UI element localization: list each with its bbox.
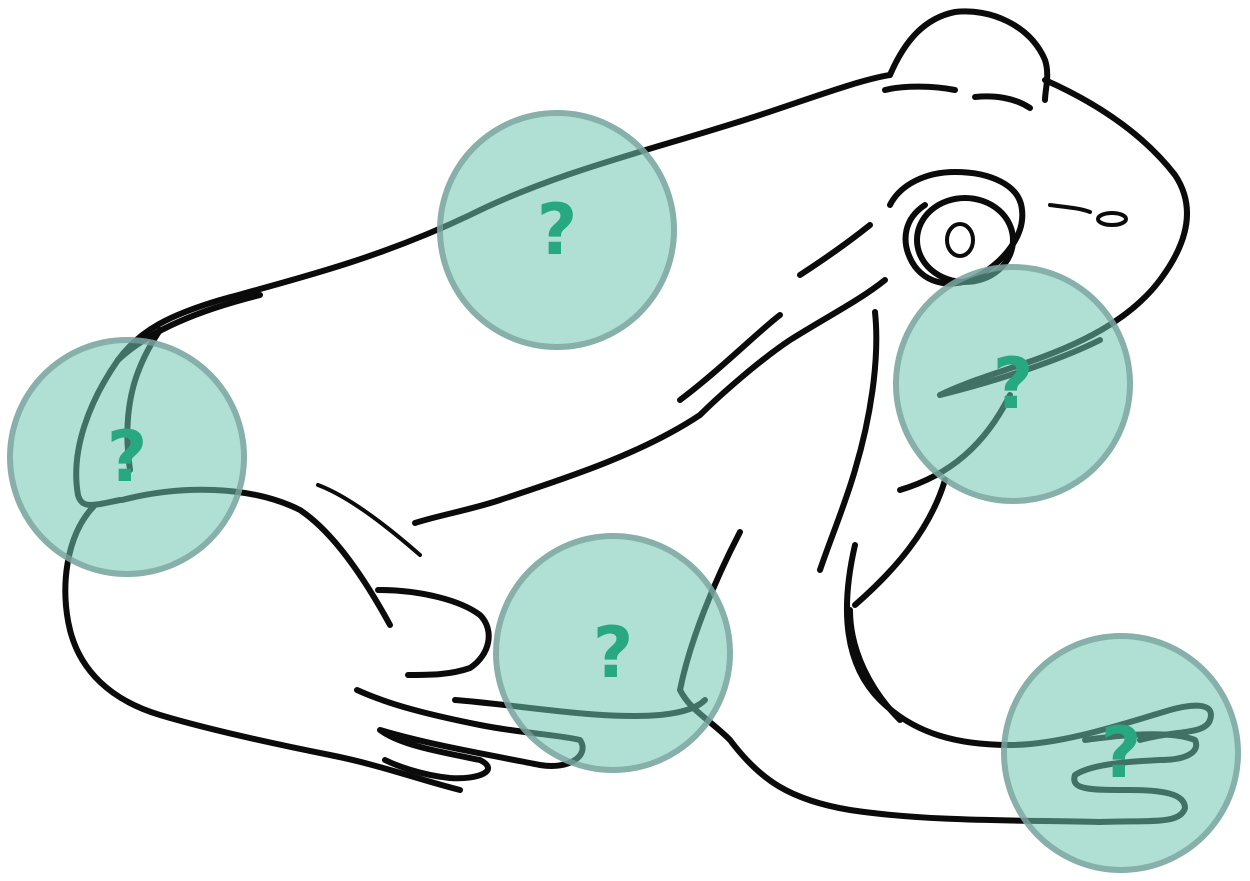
back-hotspot[interactable]: ? bbox=[437, 110, 677, 350]
frog-cheek-line-1 bbox=[800, 225, 870, 275]
question-mark-icon: ? bbox=[537, 195, 578, 265]
frog-foot-heel bbox=[378, 590, 489, 675]
question-mark-icon: ? bbox=[1101, 718, 1142, 788]
hand-hotspot[interactable]: ? bbox=[1001, 633, 1241, 873]
thigh-hotspot[interactable]: ? bbox=[7, 337, 247, 577]
question-mark-icon: ? bbox=[107, 422, 148, 492]
frog-snout-line bbox=[1050, 205, 1090, 212]
question-mark-icon: ? bbox=[993, 349, 1034, 419]
frog-nostril bbox=[1098, 213, 1126, 225]
foot-hotspot[interactable]: ? bbox=[493, 533, 733, 773]
frog-throat-line bbox=[820, 312, 876, 570]
frog-brow-right bbox=[975, 96, 1030, 108]
frog-pupil bbox=[947, 224, 973, 256]
frog-brow-left bbox=[885, 87, 955, 90]
throat-hotspot[interactable]: ? bbox=[893, 264, 1133, 504]
question-mark-icon: ? bbox=[593, 618, 634, 688]
frog-front-leg-upper bbox=[855, 480, 945, 605]
